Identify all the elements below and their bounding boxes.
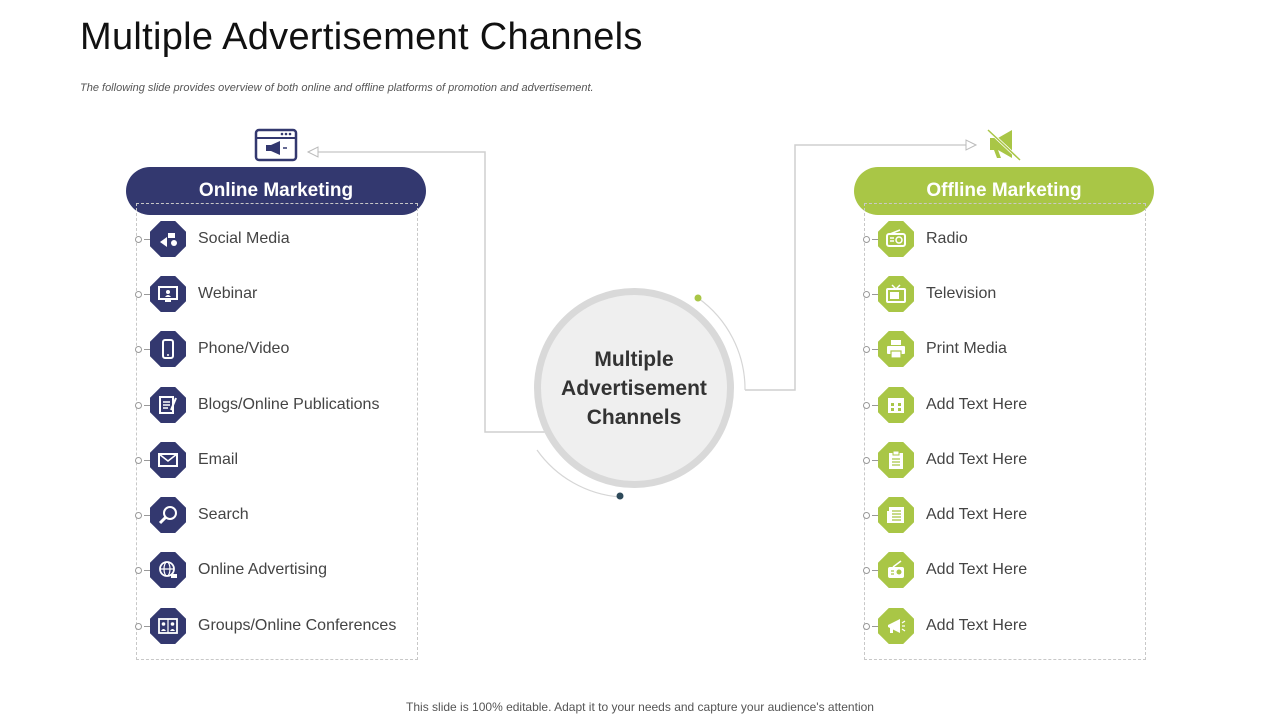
list-item: Print Media	[863, 330, 1007, 368]
list-item: Add Text Here	[863, 496, 1027, 534]
video-conference-icon	[150, 608, 186, 644]
offline-list-frame	[864, 203, 1146, 660]
list-item: Email	[135, 441, 238, 479]
list-item: Search	[135, 496, 249, 534]
list-item: Blogs/Online Publications	[135, 386, 379, 424]
list-item: Television	[863, 275, 996, 313]
page-subtitle: The following slide provides overview of…	[80, 82, 594, 94]
list-item: Add Text Here	[863, 386, 1027, 424]
page-title: Multiple Advertisement Channels	[80, 16, 643, 58]
envelope-icon	[150, 442, 186, 478]
list-item: Webinar	[135, 275, 257, 313]
document-pen-icon	[150, 387, 186, 423]
list-item: Social Media	[135, 220, 290, 258]
center-label: Multiple Advertisement Channels	[561, 347, 707, 429]
online-marketing-header: Online Marketing	[126, 167, 426, 215]
list-item: Add Text Here	[863, 551, 1027, 589]
television-icon	[878, 276, 914, 312]
online-list-frame	[136, 203, 418, 660]
social-share-icon	[150, 221, 186, 257]
globe-icon	[150, 552, 186, 588]
calendar-icon	[878, 387, 914, 423]
megaphone-browser-icon	[254, 128, 298, 164]
smartphone-icon	[150, 331, 186, 367]
list-item: Groups/Online Conferences	[135, 607, 396, 645]
magnifier-icon	[150, 497, 186, 533]
footer-note: This slide is 100% editable. Adapt it to…	[406, 700, 874, 714]
clipboard-icon	[878, 442, 914, 478]
radio-antenna-icon	[878, 552, 914, 588]
list-item: Online Advertising	[135, 551, 327, 589]
printer-icon	[878, 331, 914, 367]
offline-marketing-header: Offline Marketing	[854, 167, 1154, 215]
radio-icon	[878, 221, 914, 257]
muted-megaphone-icon	[984, 126, 1028, 162]
megaphone-icon	[878, 608, 914, 644]
list-item: Phone/Video	[135, 330, 289, 368]
list-item: Radio	[863, 220, 968, 258]
monitor-user-icon	[150, 276, 186, 312]
center-circle: Multiple Advertisement Channels	[534, 288, 734, 488]
newspaper-icon	[878, 497, 914, 533]
list-item: Add Text Here	[863, 607, 1027, 645]
list-item: Add Text Here	[863, 441, 1027, 479]
